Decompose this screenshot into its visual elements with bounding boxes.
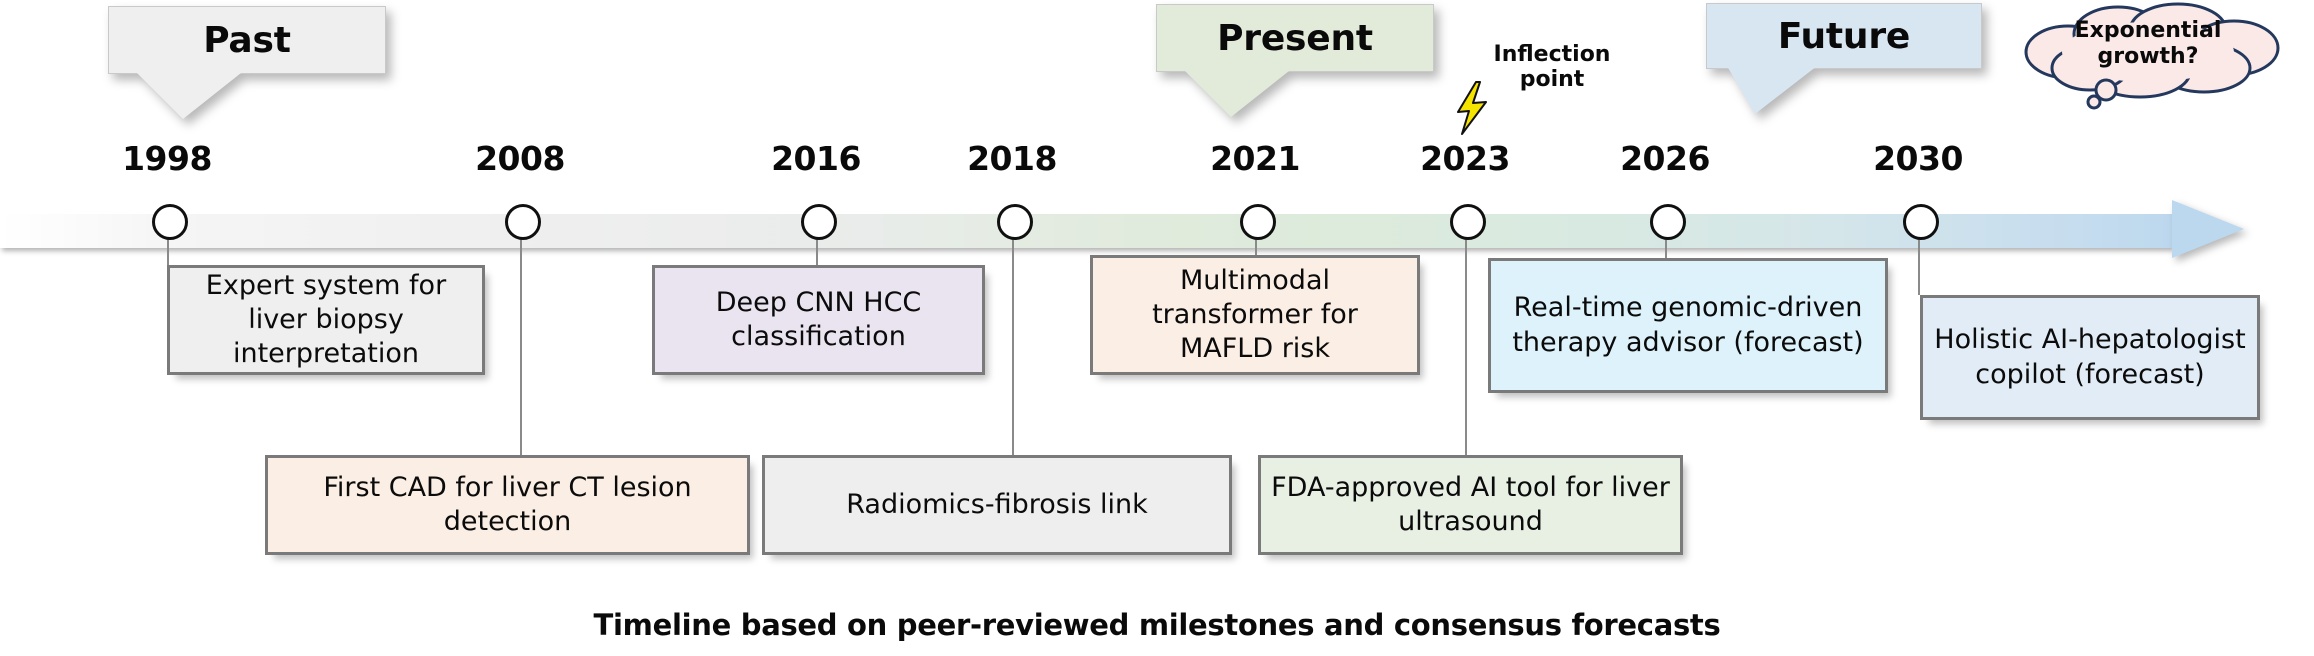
footer-caption: Timeline based on peer-reviewed mileston… — [593, 608, 1721, 642]
inflection-point-line2: point — [1519, 67, 1585, 93]
timeline-bar — [0, 214, 2176, 248]
lightning-bolt-icon — [1457, 81, 1487, 135]
milestone-box[interactable]: Deep CNN HCC classification — [652, 265, 985, 375]
year-label-2016: 2016 — [771, 139, 861, 178]
year-label-2030: 2030 — [1873, 139, 1963, 178]
era-callout-past-label: Past — [203, 19, 291, 61]
milestone-connector — [1918, 219, 1920, 295]
milestone-connector — [1012, 219, 1014, 455]
era-callout-present: Present — [1156, 4, 1434, 117]
inflection-point-line1: Inflection — [1493, 42, 1611, 67]
milestone-box[interactable]: FDA-approved AI tool for liver ultrasoun… — [1258, 455, 1683, 555]
year-label-1998: 1998 — [122, 139, 212, 178]
milestone-text: Radiomics-fibrosis link — [846, 488, 1148, 520]
year-label-2018: 2018 — [967, 139, 1057, 178]
era-callout-present-label: Present — [1217, 17, 1373, 59]
milestone-text: Multimodal transformer for MAFLD risk — [1152, 264, 1358, 365]
milestone-marker-2016[interactable] — [801, 204, 837, 240]
milestone-box[interactable]: Multimodal transformer for MAFLD risk — [1090, 255, 1420, 375]
milestone-connector — [816, 219, 818, 265]
year-label-2026: 2026 — [1620, 139, 1710, 178]
milestone-marker-2021[interactable] — [1240, 204, 1276, 240]
milestone-marker-2030[interactable] — [1903, 204, 1939, 240]
year-label-2008: 2008 — [475, 139, 565, 178]
milestone-text: FDA-approved AI tool for liver ultrasoun… — [1271, 471, 1670, 537]
milestone-text: Real-time genomic-driven therapy advisor… — [1512, 292, 1864, 358]
milestone-text: Deep CNN HCC classification — [715, 286, 922, 352]
milestone-box[interactable]: Holistic AI-hepatologist copilot (foreca… — [1920, 295, 2260, 420]
milestone-box[interactable]: First CAD for liver CT lesion detection — [265, 455, 750, 555]
milestone-text: First CAD for liver CT lesion detection — [323, 471, 692, 537]
callout-tail-icon — [1185, 71, 1289, 117]
thought-cloud-line1: Exponential — [2074, 18, 2222, 43]
milestone-marker-2023[interactable] — [1450, 204, 1486, 240]
milestone-text: Expert system for liver biopsy interpret… — [205, 269, 447, 370]
year-label-2023: 2023 — [1420, 139, 1510, 178]
thought-cloud-line2: growth? — [2097, 43, 2199, 69]
era-callout-past: Past — [108, 6, 386, 119]
milestone-connector — [520, 219, 522, 455]
milestone-connector — [167, 219, 169, 265]
callout-tail-icon — [137, 73, 241, 119]
milestone-box[interactable]: Real-time genomic-driven therapy advisor… — [1488, 258, 1888, 393]
milestone-marker-2026[interactable] — [1650, 204, 1686, 240]
thought-cloud-text: Exponential growth? — [1998, 18, 2298, 69]
year-label-2021: 2021 — [1210, 139, 1300, 178]
era-callout-future: Future — [1706, 3, 1982, 114]
callout-tail-icon — [1727, 66, 1817, 114]
timeline-arrowhead-icon — [2172, 200, 2244, 258]
milestone-marker-1998[interactable] — [152, 204, 188, 240]
milestone-connector — [1465, 219, 1467, 455]
milestone-box[interactable]: Expert system for liver biopsy interpret… — [167, 265, 485, 375]
milestone-text: Holistic AI-hepatologist copilot (foreca… — [1934, 324, 2246, 390]
milestone-box[interactable]: Radiomics-fibrosis link — [762, 455, 1232, 555]
inflection-point-label: Inflection point — [1452, 42, 1652, 93]
milestone-marker-2018[interactable] — [997, 204, 1033, 240]
timeline-axis — [0, 200, 2314, 258]
era-callout-future-label: Future — [1777, 15, 1911, 57]
milestone-marker-2008[interactable] — [505, 204, 541, 240]
thought-cloud: Exponential growth? — [1998, 2, 2298, 112]
